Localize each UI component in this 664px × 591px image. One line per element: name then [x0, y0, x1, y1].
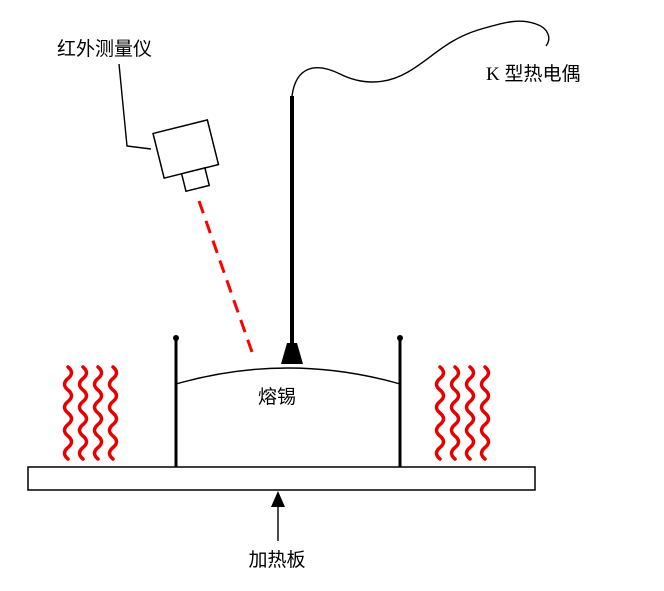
infrared-meter-leader-line — [118, 63, 152, 150]
thermocouple-label: K 型热电偶 — [486, 63, 580, 85]
laser-beam-dashed-line — [197, 200, 254, 353]
heat-wave-icon — [62, 365, 74, 461]
left-post-cap — [173, 335, 179, 341]
heat-waves-right — [434, 365, 491, 461]
heat-wave-icon — [479, 365, 491, 461]
heat-wave-icon — [464, 365, 476, 461]
heat-wave-icon — [92, 365, 104, 461]
heat-wave-icon — [434, 365, 446, 461]
heat-wave-icon — [107, 365, 119, 461]
infrared-meter-label: 红外测量仪 — [57, 38, 152, 60]
heating-plate-arrow — [271, 491, 285, 541]
thermocouple-tip-cone — [281, 343, 303, 364]
molten-tin-dome — [175, 367, 401, 385]
molten-tin-label: 熔锡 — [258, 386, 296, 408]
heat-waves-left — [62, 365, 119, 461]
heat-wave-icon — [449, 365, 461, 461]
heating-plate — [27, 466, 536, 491]
infrared-meter-body — [152, 119, 220, 180]
thermocouple-wire — [291, 20, 550, 97]
heat-wave-icon — [77, 365, 89, 461]
arrow-head — [271, 491, 285, 507]
heating-plate-label: 加热板 — [248, 549, 305, 571]
right-post-cap — [397, 335, 403, 341]
infrared-meter-icon — [152, 119, 220, 193]
infrared-meter-nozzle — [180, 167, 211, 193]
